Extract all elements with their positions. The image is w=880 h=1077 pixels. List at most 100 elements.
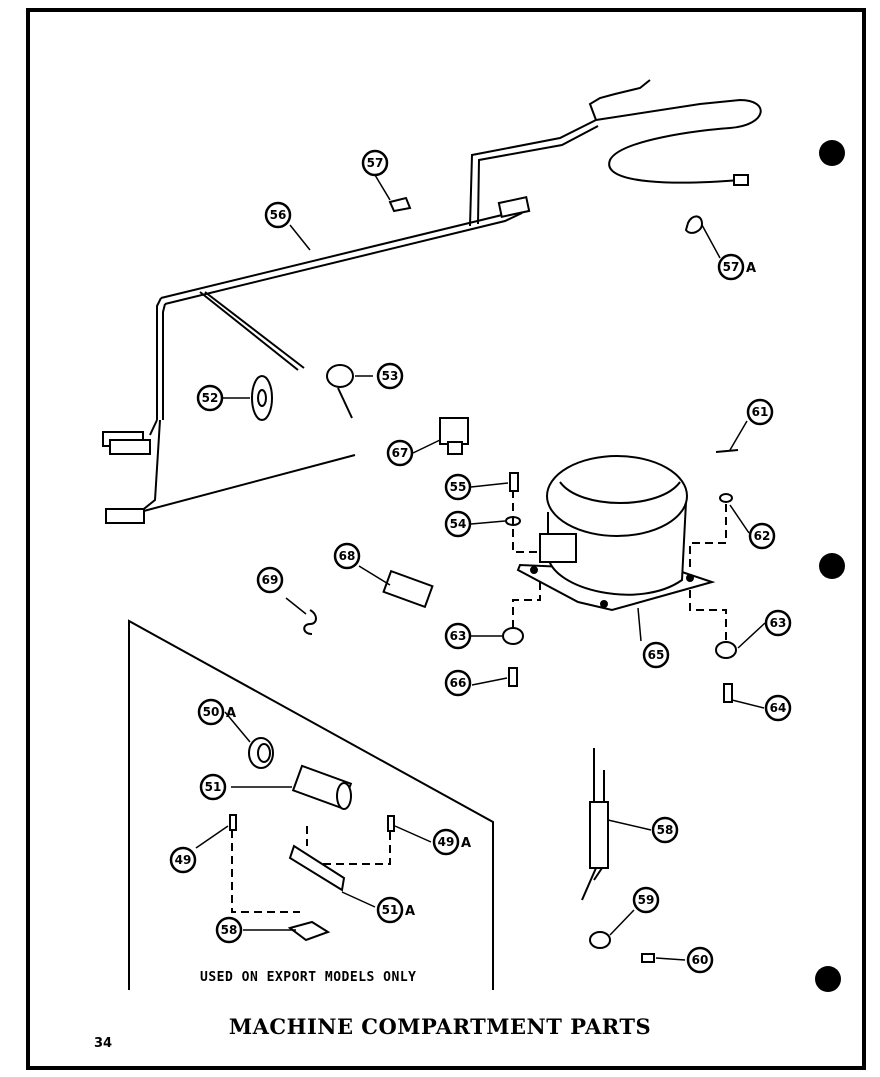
part-57a-clamp xyxy=(684,215,704,234)
callout-suffix: A xyxy=(226,706,236,721)
part-58-bracket xyxy=(287,920,331,942)
callout-number: 69 xyxy=(262,573,279,587)
part-53-thermostat xyxy=(326,364,354,419)
callout-circle xyxy=(651,816,679,844)
callout-65: 65 xyxy=(642,641,670,669)
callout-number: 63 xyxy=(770,616,787,630)
callout-number: 52 xyxy=(202,391,219,405)
callout-63: 63 xyxy=(444,622,472,650)
callout-number: 56 xyxy=(270,208,287,222)
callout-number: 54 xyxy=(450,517,467,531)
callout-number: 51 xyxy=(382,903,399,917)
part-55-bolt xyxy=(509,472,519,492)
callout-68: 68 xyxy=(333,542,361,570)
export-models-note: USED ON EXPORT MODELS ONLY xyxy=(200,970,417,985)
callout-number: 53 xyxy=(382,369,399,383)
callout-51: 51 xyxy=(199,773,227,801)
callout-52: 52 xyxy=(196,384,224,412)
part-58-probe xyxy=(581,748,609,901)
callout-number: 61 xyxy=(752,405,769,419)
callout-circle xyxy=(376,896,404,924)
part-62-washer xyxy=(719,493,733,503)
callout-number: 67 xyxy=(392,446,409,460)
callout-55: 55 xyxy=(444,473,472,501)
part-60-screw xyxy=(641,953,655,963)
callout-circle xyxy=(196,384,224,412)
callout-63: 63 xyxy=(764,609,792,637)
page-number: 34 xyxy=(94,1036,113,1051)
callout-number: 68 xyxy=(339,549,356,563)
callout-67: 67 xyxy=(386,439,414,467)
part-52-plate xyxy=(251,375,273,421)
callout-circle xyxy=(632,886,660,914)
callout-number: 58 xyxy=(657,823,674,837)
part-51a-bracket xyxy=(288,844,346,892)
callout-circle xyxy=(686,946,714,974)
page-border xyxy=(26,8,866,1070)
callout-circle xyxy=(256,566,284,594)
callout-circle xyxy=(748,522,776,550)
part-49a-screw xyxy=(387,815,395,832)
dashed-guides xyxy=(231,490,727,913)
part-59-clamp xyxy=(589,931,611,949)
callout-number: 65 xyxy=(648,648,665,662)
callout-60: 60 xyxy=(686,946,714,974)
callout-circle xyxy=(199,773,227,801)
callout-circle xyxy=(717,253,745,281)
callout-number: 63 xyxy=(450,629,467,643)
callout-number: 59 xyxy=(638,893,655,907)
callout-number: 64 xyxy=(770,701,787,715)
callout-58: 58 xyxy=(651,816,679,844)
callout-number: 62 xyxy=(754,529,771,543)
callout-circle xyxy=(642,641,670,669)
callout-circle xyxy=(764,694,792,722)
callout-number: 57 xyxy=(723,260,740,274)
callout-number: 50 xyxy=(203,705,220,719)
part-61-pin xyxy=(715,449,739,453)
callout-number: 51 xyxy=(205,780,222,794)
callout-leaders xyxy=(195,174,766,961)
callout-circle xyxy=(444,473,472,501)
callout-circle xyxy=(376,362,404,390)
part-67-relay xyxy=(439,417,469,455)
part-50a-ring xyxy=(248,737,274,769)
part-69-clip xyxy=(303,609,317,635)
callout-number: 57 xyxy=(367,156,384,170)
callout-53: 53 xyxy=(376,362,404,390)
part-65-compressor xyxy=(516,455,716,612)
callout-66: 66 xyxy=(444,669,472,697)
part-57-clip xyxy=(388,196,412,213)
callout-circle xyxy=(264,201,292,229)
part-51-capacitor xyxy=(291,764,353,810)
callout-number: 49 xyxy=(175,853,192,867)
callout-number: 49 xyxy=(438,835,455,849)
page-title: MACHINE COMPARTMENT PARTS xyxy=(228,1014,652,1039)
callout-circle xyxy=(197,698,225,726)
callout-69: 69 xyxy=(256,566,284,594)
callout-59: 59 xyxy=(632,886,660,914)
callout-50a: 50 A xyxy=(197,698,236,726)
part-49-screw xyxy=(229,814,237,831)
export-inset-panel xyxy=(128,619,494,990)
callout-circle xyxy=(215,916,243,944)
callout-number: 60 xyxy=(692,953,709,967)
callout-56: 56 xyxy=(264,201,292,229)
callout-number: 58 xyxy=(221,923,238,937)
callout-number: 55 xyxy=(450,480,467,494)
callout-54: 54 xyxy=(444,510,472,538)
binder-holes xyxy=(815,140,845,992)
callout-circle xyxy=(432,828,460,856)
callout-49: 49 xyxy=(169,846,197,874)
wiring-harness xyxy=(139,79,762,513)
callout-57: 57 xyxy=(361,149,389,177)
callout-circle xyxy=(746,398,774,426)
callout-circle xyxy=(444,669,472,697)
callout-suffix: A xyxy=(746,261,756,276)
callout-57a: 57 A xyxy=(717,253,756,281)
part-68-cover xyxy=(382,569,434,609)
callout-circle xyxy=(386,439,414,467)
